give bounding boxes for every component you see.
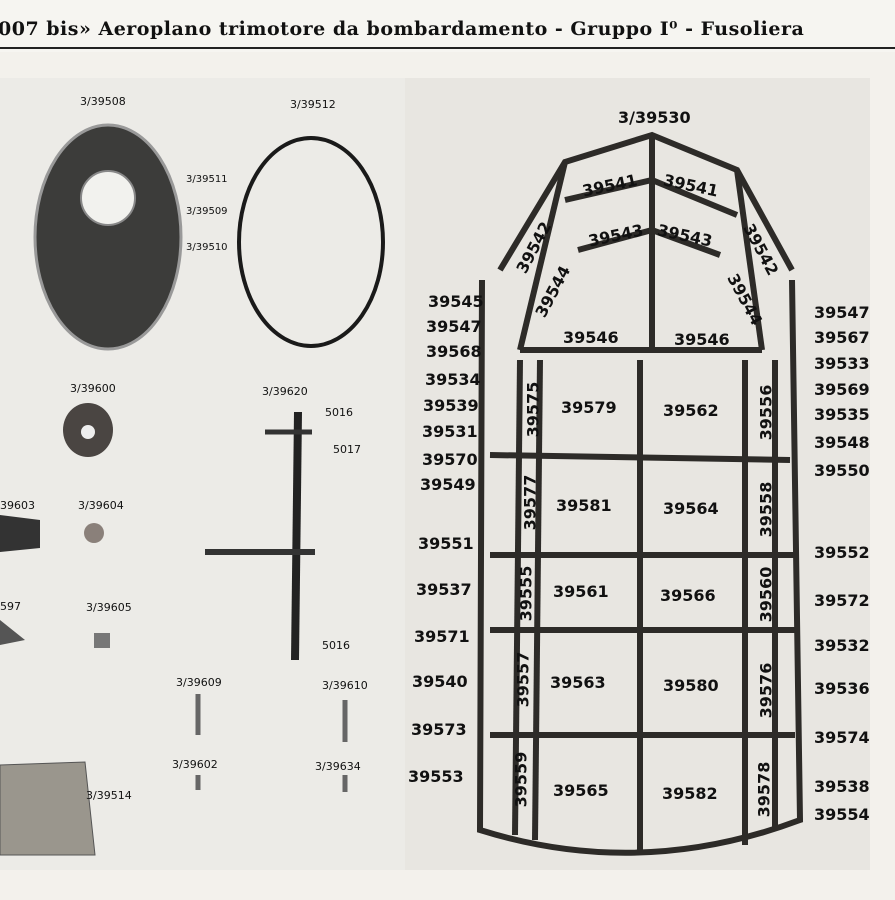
frame-cell: 39576 <box>756 662 776 719</box>
part-label: 3/39511 <box>186 174 228 185</box>
part-label: 597 <box>0 600 21 613</box>
frame-cell: 39581 <box>556 496 612 515</box>
frame-label: 39539 <box>423 396 479 415</box>
frame-label: 39572 <box>814 591 870 610</box>
part-label: 3/39512 <box>290 98 336 111</box>
part-label: 3/39514 <box>86 789 132 802</box>
oval-cover-part <box>33 123 183 351</box>
frame-cell: 39559 <box>511 751 531 808</box>
frame-cell: 39565 <box>553 781 609 800</box>
frame-label: 39531 <box>422 422 478 441</box>
part-label: 3/39604 <box>78 499 124 512</box>
frame-cell: 39561 <box>553 582 609 601</box>
part-label: 5016 <box>325 406 353 419</box>
frame-label: 39570 <box>422 450 478 469</box>
frame-label: 39568 <box>426 342 482 361</box>
part-label: 3/39509 <box>186 206 228 217</box>
frame-label: 39545 <box>428 292 484 311</box>
frame-label: 39532 <box>814 636 870 655</box>
part-label: 5016 <box>322 639 350 652</box>
frame-cell: 39582 <box>662 784 718 803</box>
frame-cell: 39579 <box>561 398 617 417</box>
frame-label: 39535 <box>814 405 870 424</box>
frame-label: 39534 <box>425 370 481 389</box>
part-label: 3/39620 <box>262 385 308 398</box>
frame-cell: 39560 <box>756 566 776 623</box>
frame-cell: 39558 <box>756 481 776 538</box>
fuselage-frame <box>476 131 804 856</box>
frame-cell: 39563 <box>550 673 606 692</box>
part-label: 5017 <box>333 443 361 456</box>
frame-cell: 39578 <box>754 761 774 818</box>
frame-label: 39538 <box>814 777 870 796</box>
frame-label: 39537 <box>416 580 472 599</box>
part-label: 3/39602 <box>172 758 218 771</box>
cover-hole <box>80 170 136 226</box>
frame-label: 39574 <box>814 728 870 747</box>
frame-label: 39567 <box>814 328 870 347</box>
part-label: 3/39609 <box>176 676 222 689</box>
frame-label: 39547 <box>814 303 870 322</box>
frame-title: 3/39530 <box>618 108 691 127</box>
frame-label: 39536 <box>814 679 870 698</box>
part-label: 3/39600 <box>70 382 116 395</box>
frame-cell: 39546 <box>563 328 619 347</box>
frame-cell: 39562 <box>663 401 719 420</box>
frame-label: 39553 <box>408 767 464 786</box>
frame-label: 39573 <box>411 720 467 739</box>
page-title: 007 bis» Aeroplano trimotore da bombarda… <box>0 18 805 40</box>
part-label: 39603 <box>0 499 35 512</box>
frame-label: 39552 <box>814 543 870 562</box>
frame-label: 39533 <box>814 354 870 373</box>
frame-cell: 39564 <box>663 499 719 518</box>
frame-label: 39569 <box>814 380 870 399</box>
part-label: 3/39508 <box>80 95 126 108</box>
oval-ring-part <box>237 136 385 348</box>
part-label: 3/39605 <box>86 601 132 614</box>
frame-label: 39547 <box>426 317 482 336</box>
part-label: 3/39634 <box>315 760 361 773</box>
frame-label: 39549 <box>420 475 476 494</box>
frame-cell: 39557 <box>513 651 533 708</box>
page-header: 007 bis» Aeroplano trimotore da bombarda… <box>0 0 895 52</box>
frame-cell: 39577 <box>520 474 540 531</box>
frame-cell: 39555 <box>516 565 536 622</box>
frame-label: 39548 <box>814 433 870 452</box>
part-label: 3/39510 <box>186 242 228 253</box>
header-rule <box>0 47 895 49</box>
frame-cell: 39580 <box>663 676 719 695</box>
frame-cell: 39566 <box>660 586 716 605</box>
frame-label: 39550 <box>814 461 870 480</box>
frame-label: 39551 <box>418 534 474 553</box>
frame-label: 39540 <box>412 672 468 691</box>
frame-label: 39554 <box>814 805 870 824</box>
part-label: 3/39610 <box>322 679 368 692</box>
frame-cell: 39556 <box>756 384 776 441</box>
frame-cell: 39575 <box>523 381 543 438</box>
frame-cell: 39546 <box>674 330 730 349</box>
frame-label: 39571 <box>414 627 470 646</box>
